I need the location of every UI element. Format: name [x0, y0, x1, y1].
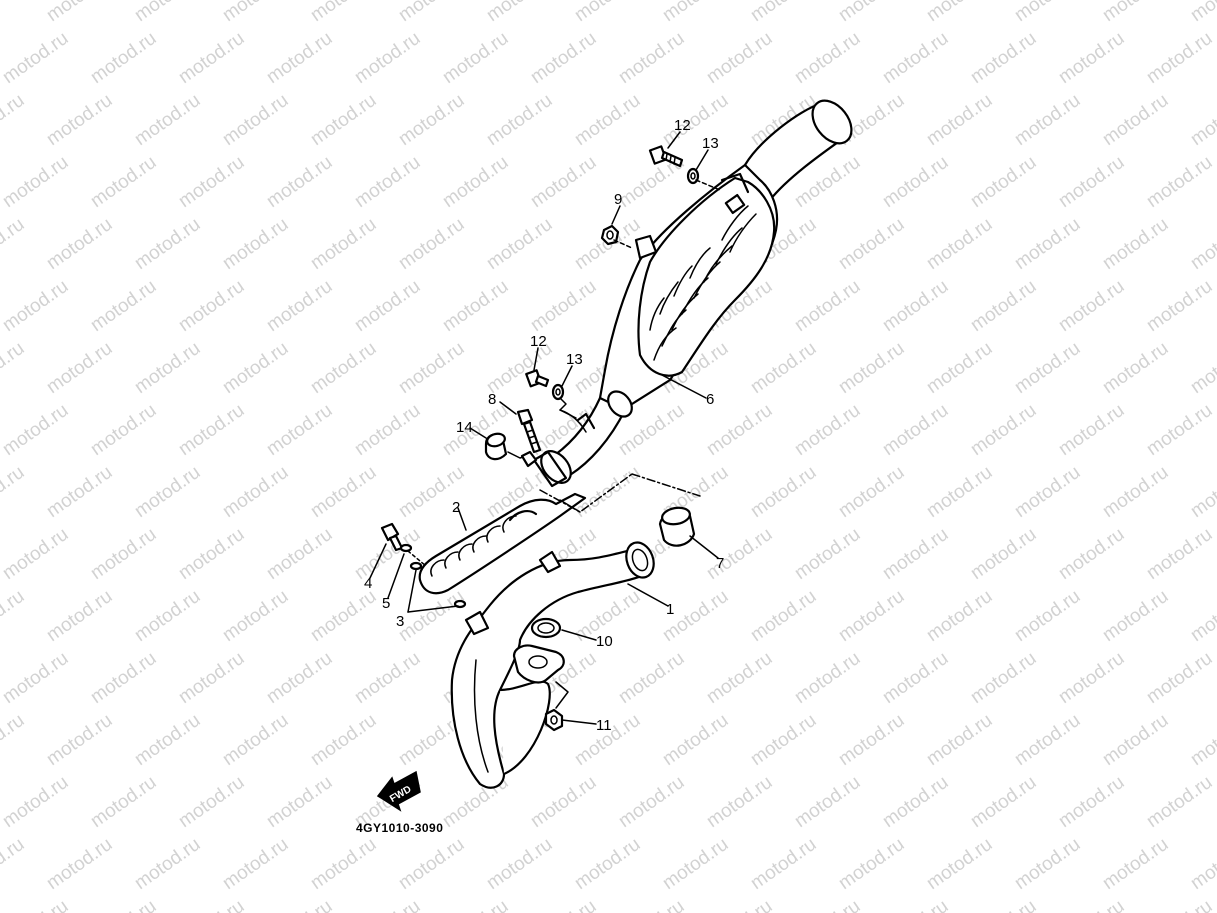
- gasket-part-10: [530, 617, 562, 639]
- washer-13-lower: [551, 383, 565, 401]
- gasket-part-7: [658, 506, 696, 547]
- callout-label: 7: [716, 555, 724, 572]
- bolt-8: [516, 408, 542, 454]
- assembly-lines: [539, 473, 701, 513]
- callout-label: 6: [706, 391, 714, 408]
- callout-label: 13: [566, 351, 583, 368]
- front-direction-marker: FWD: [376, 770, 421, 812]
- nut-14: [484, 432, 508, 461]
- callout-label: 4: [364, 575, 372, 592]
- washer-5: [399, 543, 413, 553]
- callout-label: 14: [456, 419, 473, 436]
- bolt-12-upper: [648, 145, 684, 168]
- exhaust-pipe-part-1: [450, 541, 655, 789]
- callout-label: 5: [382, 595, 390, 612]
- callout-label: 12: [530, 333, 547, 350]
- muffler-part-6: [532, 99, 853, 488]
- callout-label: 8: [488, 391, 496, 408]
- callout-label: 9: [614, 191, 622, 208]
- leader-lines: [369, 131, 719, 725]
- clip-3-upper: [409, 561, 423, 571]
- callout-label: 11: [596, 717, 612, 734]
- callout-label: 10: [596, 633, 613, 650]
- callout-label: 1: [666, 601, 674, 618]
- callout-label: 3: [396, 613, 404, 630]
- part-code: 4GY1010-3090: [356, 821, 443, 835]
- callout-label: 13: [702, 135, 719, 152]
- bolt-12-lower: [525, 369, 550, 388]
- protector-part-2: [418, 492, 587, 595]
- callout-label: 2: [452, 499, 460, 516]
- callout-label: 12: [674, 117, 691, 134]
- nut-11: [544, 708, 564, 732]
